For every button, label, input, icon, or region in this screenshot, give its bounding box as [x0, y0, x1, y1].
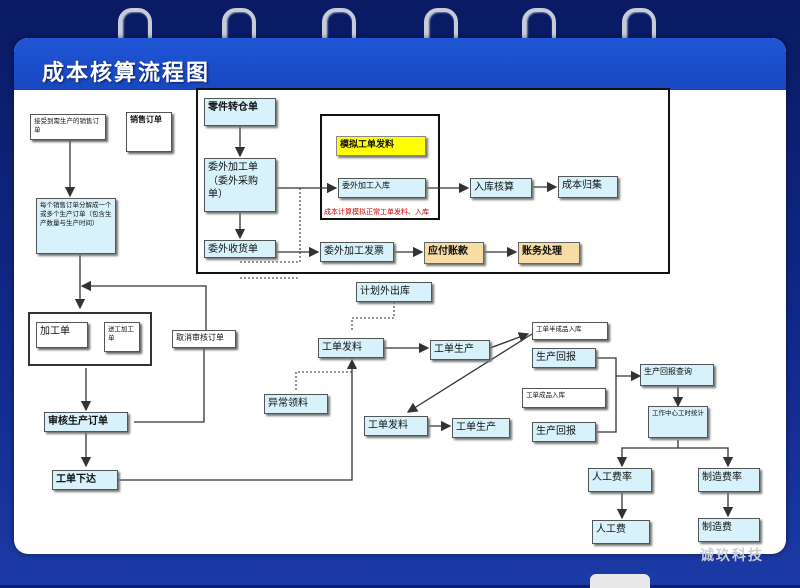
- simulation-note: 成本计算模拟正常工单发料、入库: [324, 208, 429, 216]
- node-outsource-inbound: 委外加工入库: [338, 178, 426, 198]
- node-report-query: 生产回报查询: [640, 364, 714, 386]
- node-cost-attribution: 成本归集: [558, 176, 618, 198]
- node-work-production-2: 工单生产: [452, 418, 510, 438]
- node-finished-inbound: 工单成品入库: [522, 388, 606, 408]
- node-sales-order: 销售订单: [126, 112, 172, 152]
- node-review-order: 审核生产订单: [44, 412, 128, 432]
- node-planned-outbound: 计划外出库: [356, 282, 432, 302]
- node-semi-inbound: 工单半成品入库: [532, 322, 608, 340]
- bottom-tab: [590, 574, 650, 588]
- node-work-production-1: 工单生产: [430, 340, 490, 360]
- node-overhead-rate: 制造费率: [698, 468, 760, 492]
- simulation-group-container: [320, 114, 440, 220]
- brand-watermark: 诚玖科技: [700, 548, 764, 564]
- node-labor-rate: 人工费率: [588, 468, 652, 492]
- node-work-issue-1: 工单发料: [318, 338, 384, 358]
- node-account-processing: 账务处理: [518, 242, 580, 264]
- node-abnormal-material: 异常领料: [264, 394, 328, 414]
- node-overhead-cost: 制造费: [698, 518, 760, 542]
- node-outsource-receive: 委外收货单: [204, 240, 276, 258]
- outsource-group-container: [196, 88, 670, 274]
- node-labor-cost: 人工费: [592, 520, 650, 544]
- node-inbound-accounting: 入库核算: [470, 178, 532, 198]
- node-payable-account: 应付账款: [424, 242, 484, 264]
- page-title: 成本核算流程图: [42, 61, 211, 86]
- node-work-order-issue: 工单下达: [52, 470, 118, 490]
- panel-header: [14, 38, 786, 90]
- node-parts-transfer: 零件转仓单: [204, 98, 276, 126]
- node-production-report-2: 生产回报: [532, 422, 596, 442]
- node-work-issue-2: 工单发料: [364, 416, 428, 436]
- node-outsource-invoice: 委外加工发票: [320, 242, 394, 262]
- node-processing-order: 加工单: [36, 322, 88, 348]
- node-production-report-1: 生产回报: [532, 348, 596, 368]
- node-outsource-order: 委外加工单（委外采购单）: [204, 158, 276, 212]
- node-simulate-issue: 模拟工单发料: [336, 136, 426, 156]
- node-receive-sales-order: 接受到需生产的销售订单: [30, 114, 106, 140]
- node-work-center-stats: 工作中心工时统计: [648, 406, 708, 438]
- node-send-work-order: 送工加工单: [104, 322, 140, 352]
- node-cancel-review: 取消审核订单: [172, 330, 236, 348]
- node-per-order-production: 每个销售订单分解成一个或多个生产订单（包含生产数量与生产时间）: [36, 198, 116, 254]
